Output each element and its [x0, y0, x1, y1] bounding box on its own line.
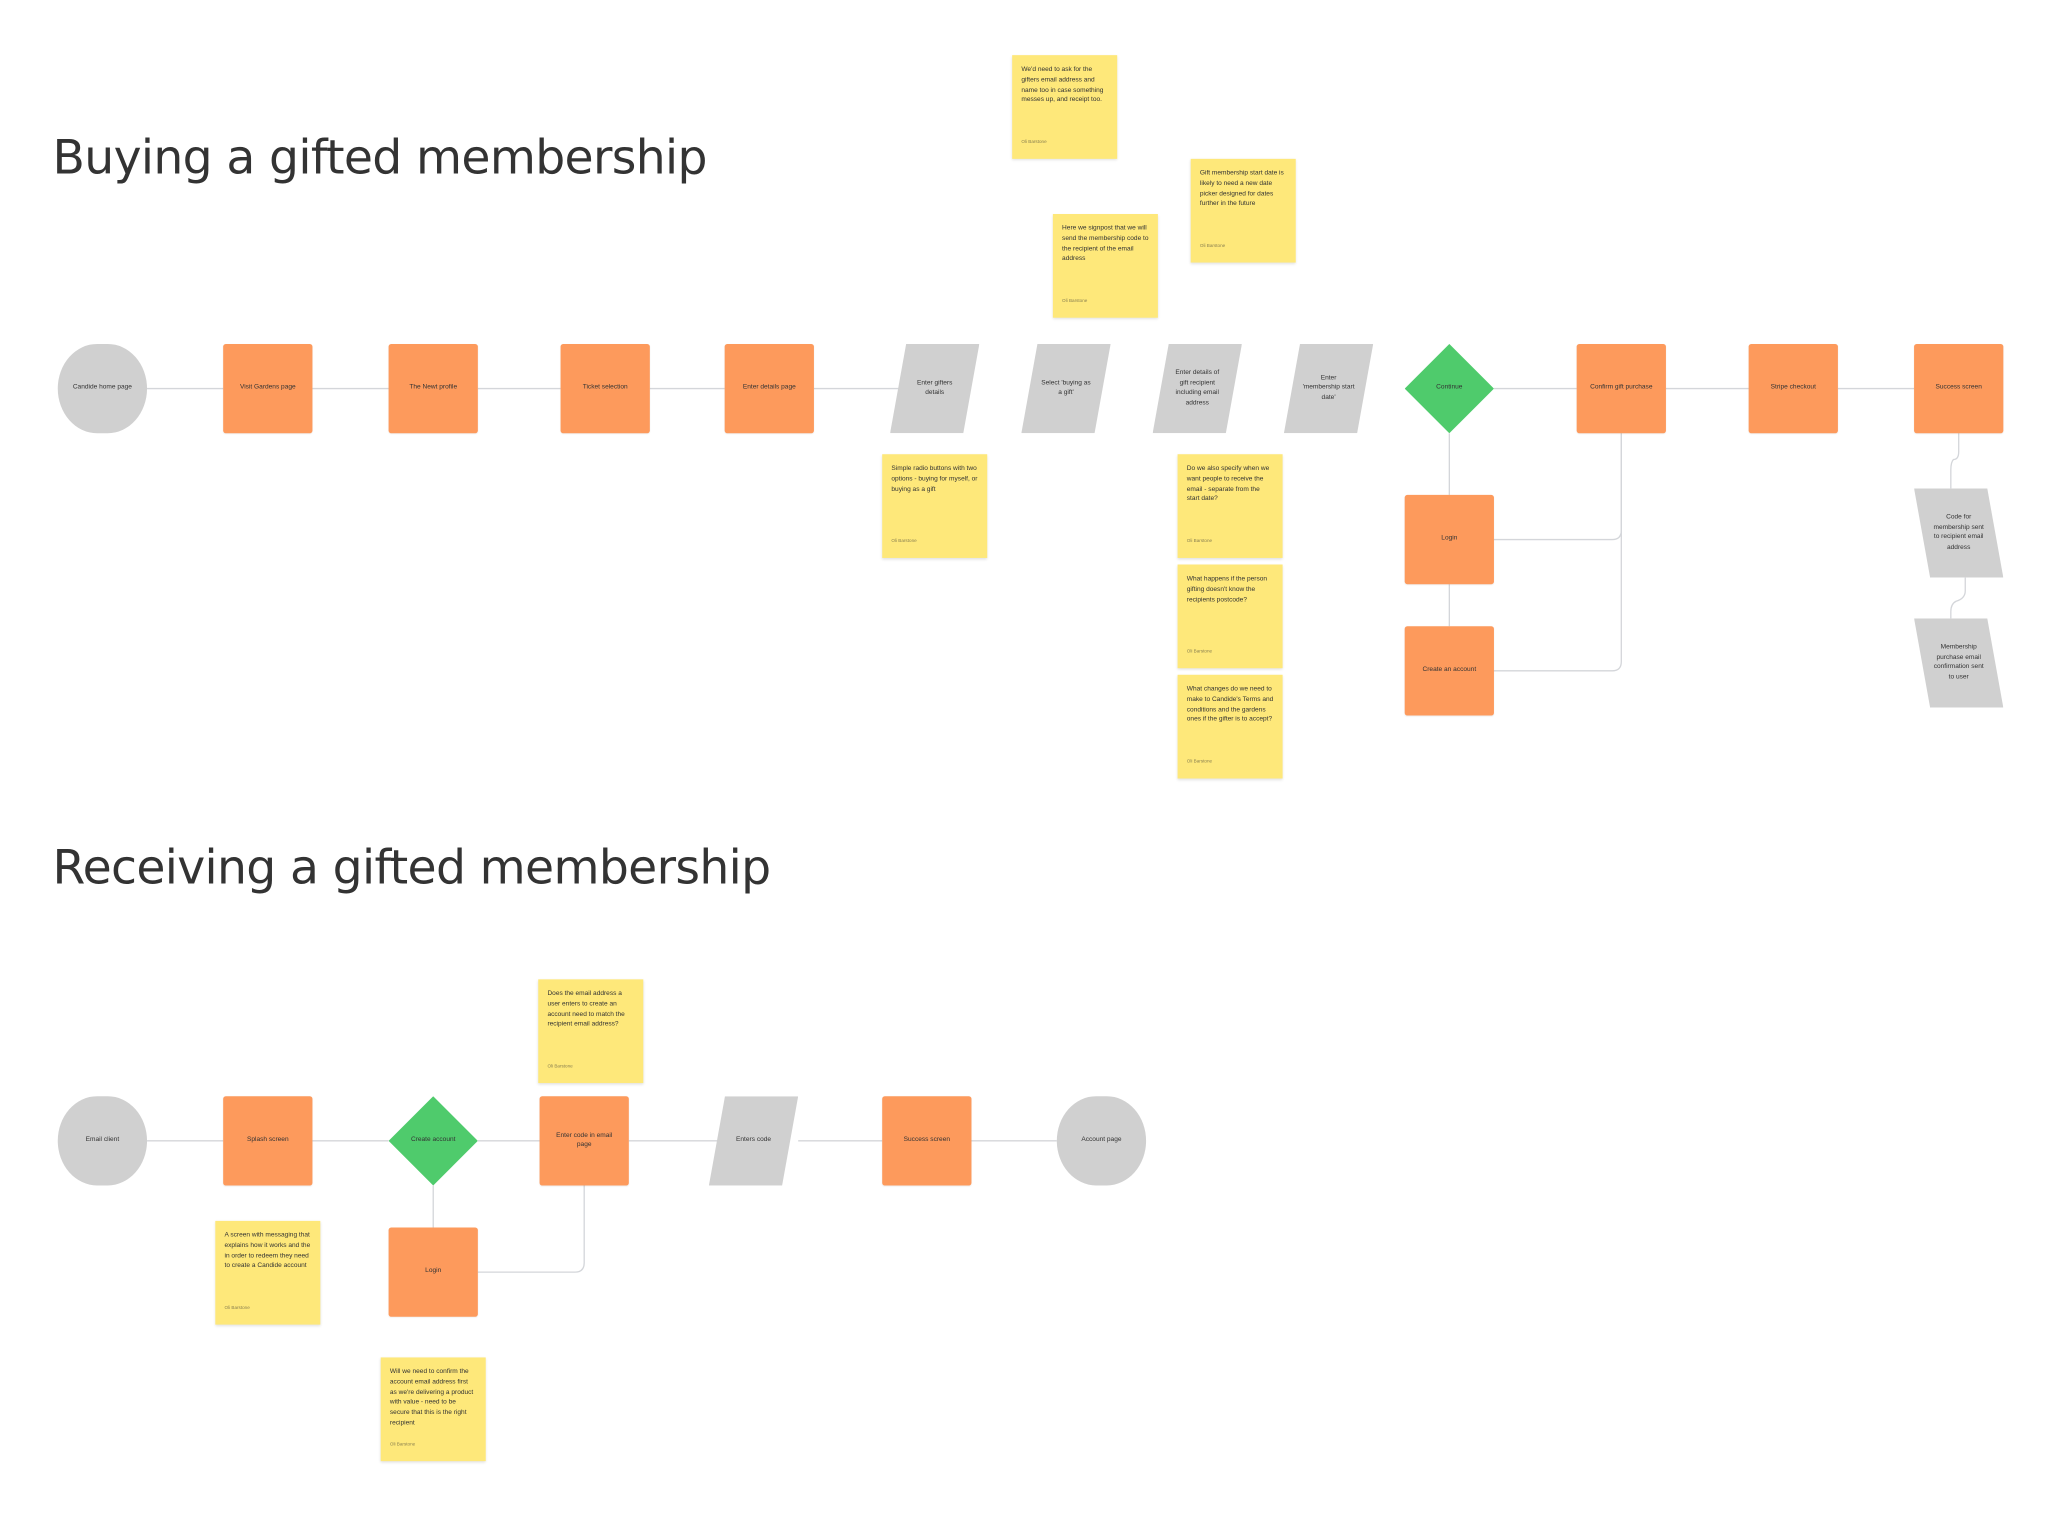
note-text: Will we need to confirm the account emai… — [389, 1367, 474, 1427]
connector — [1950, 433, 1960, 489]
node-label: Enter 'membership start date' — [1302, 373, 1355, 402]
node-label: Ticket selection — [582, 383, 628, 392]
node-label: Select 'buying as a gift' — [1041, 378, 1091, 397]
node-label: Enter details of gift recipient includin… — [1175, 368, 1220, 407]
note-text: We'd need to ask for the gifters email a… — [1021, 65, 1104, 105]
node-label: Success screen — [903, 1135, 950, 1144]
note-author: Oli Barstone — [1186, 648, 1213, 655]
node-label: Continue — [1436, 383, 1463, 392]
node-label: Login — [1441, 534, 1458, 543]
note-author: Oli Barstone — [1062, 298, 1088, 304]
node-splash-screen[interactable]: Splash screen — [223, 1096, 313, 1186]
node-enter-code-page[interactable]: Enter code in email page — [539, 1096, 629, 1186]
note-author: Oli Barstone — [1186, 759, 1213, 765]
node-success-screen-receiving[interactable]: Success screen — [882, 1096, 972, 1186]
node-purchase-confirmation-sent[interactable]: Membership purchase email confirmation s… — [1914, 618, 2004, 708]
node-label: Login — [425, 1267, 442, 1276]
node-label: Email client — [85, 1135, 120, 1144]
sticky-note[interactable]: A screen with messaging that explains ho… — [215, 1220, 321, 1325]
node-ticket-selection[interactable]: Ticket selection — [560, 343, 650, 434]
node-login[interactable]: Login — [1404, 494, 1494, 585]
node-select-buying-as-gift[interactable]: Select 'buying as a gift' — [1021, 343, 1111, 434]
node-label: Success screen — [1935, 383, 1982, 392]
connector — [1950, 577, 1966, 619]
node-candide-home-page[interactable]: Candide home page — [57, 343, 148, 434]
node-label: Stripe checkout — [1770, 383, 1816, 392]
node-label: Create an account — [1422, 665, 1477, 674]
sticky-note[interactable]: Do we also specify when we want people t… — [1177, 454, 1283, 558]
node-label: Enter gifters details — [917, 378, 953, 397]
node-label: Candide home page — [72, 383, 132, 392]
note-text: Simple radio buttons with two options - … — [891, 464, 978, 494]
node-enter-recipient-details[interactable]: Enter details of gift recipient includin… — [1152, 343, 1242, 434]
sticky-note[interactable]: Will we need to confirm the account emai… — [380, 1357, 486, 1462]
node-email-client[interactable]: Email client — [57, 1096, 148, 1186]
note-text: Does the email address a user enters to … — [547, 989, 625, 1029]
sticky-note[interactable]: What happens if the person gifting doesn… — [1177, 564, 1283, 669]
node-create-an-account[interactable]: Create an account — [1404, 626, 1494, 716]
node-label: Enter code in email page — [556, 1130, 613, 1149]
node-newt-profile[interactable]: The Newt profile — [388, 343, 478, 434]
node-success-screen[interactable]: Success screen — [1914, 343, 2004, 434]
node-enters-code[interactable]: Enters code — [708, 1096, 799, 1186]
node-enter-gifters-details[interactable]: Enter gifters details — [890, 343, 980, 434]
node-label: The Newt profile — [409, 383, 458, 392]
note-author: Oli Barstone — [1199, 243, 1226, 249]
node-code-sent-to-recipient[interactable]: Code for membership sent to recipient em… — [1914, 488, 2004, 578]
sticky-note[interactable]: What changes do we need to make to Candi… — [1177, 674, 1283, 779]
node-label: Membership purchase email confirmation s… — [1933, 643, 1984, 681]
sticky-note[interactable]: Simple radio buttons with two options - … — [882, 454, 988, 558]
note-text: What happens if the person gifting doesn… — [1186, 575, 1268, 604]
node-visit-gardens-page[interactable]: Visit Gardens page — [223, 343, 313, 434]
sticky-note[interactable]: Does the email address a user enters to … — [538, 979, 644, 1084]
node-login-receiving[interactable]: Login — [388, 1227, 478, 1317]
note-author: Oli Barstone — [547, 1063, 573, 1069]
node-label: Visit Gardens page — [239, 383, 296, 392]
note-text: Do we also specify when we want people t… — [1186, 464, 1270, 504]
node-label: Enters code — [736, 1135, 772, 1144]
connector — [1493, 433, 1622, 541]
node-enter-start-date[interactable]: Enter 'membership start date' — [1283, 343, 1374, 434]
node-label: Splash screen — [247, 1135, 289, 1144]
section-title-receiving: Receiving a gifted membership — [52, 841, 772, 896]
sticky-note[interactable]: We'd need to ask for the gifters email a… — [1012, 55, 1118, 159]
node-stripe-checkout[interactable]: Stripe checkout — [1748, 343, 1838, 434]
note-text: Gift membership start date is likely to … — [1199, 169, 1284, 208]
note-author: Oli Barstone — [389, 1441, 416, 1447]
section-title-buying: Buying a gifted membership — [52, 131, 708, 186]
note-text: A screen with messaging that explains ho… — [224, 1231, 311, 1270]
node-enter-details-page[interactable]: Enter details page — [724, 343, 814, 434]
node-label: Code for membership sent to recipient em… — [1933, 513, 1984, 551]
sticky-note[interactable]: Here we signpost that we will send the m… — [1052, 213, 1158, 318]
node-label: Enter details page — [742, 383, 796, 392]
note-text: Here we signpost that we will send the m… — [1062, 224, 1149, 264]
connector — [477, 1185, 585, 1273]
node-label: Create account — [410, 1135, 456, 1144]
connector — [1493, 433, 1622, 672]
node-label: Confirm gift purchase — [1590, 383, 1653, 392]
note-author: Oli Barstone — [1021, 139, 1047, 145]
note-author: Oli Barstone — [224, 1305, 250, 1311]
note-author: Oli Barstone — [891, 538, 917, 544]
note-text: What changes do we need to make to Candi… — [1186, 685, 1274, 724]
node-label: Account page — [1081, 1135, 1122, 1144]
node-account-page[interactable]: Account page — [1056, 1096, 1147, 1186]
note-author: Oli Barstone — [1186, 538, 1213, 544]
sticky-note[interactable]: Gift membership start date is likely to … — [1190, 158, 1296, 263]
node-confirm-gift-purchase[interactable]: Confirm gift purchase — [1576, 343, 1666, 434]
